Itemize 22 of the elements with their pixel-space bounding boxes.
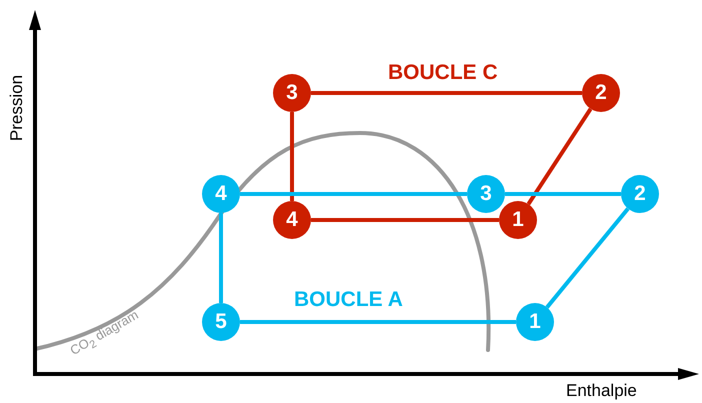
- connector-line: [240, 192, 467, 196]
- numbered-circle: 1: [499, 201, 537, 239]
- numbered-circle: 5: [202, 303, 240, 341]
- connector-line: [219, 213, 223, 303]
- axis-label: Enthalpie: [566, 381, 637, 401]
- axis-label: Pression: [7, 74, 27, 142]
- connector-line: [526, 108, 592, 206]
- numbered-circle: 2: [582, 74, 620, 112]
- connector-line: [505, 192, 621, 196]
- numbered-circle: 2: [621, 175, 659, 213]
- numbered-circle: 3: [467, 175, 505, 213]
- numbered-circle: 3: [273, 74, 311, 112]
- numbered-circle: 1: [516, 303, 554, 341]
- numbered-circle: 4: [273, 201, 311, 239]
- loop-label: BOUCLE C: [388, 61, 498, 85]
- connector-line: [546, 207, 630, 309]
- loop-label: BOUCLE A: [294, 288, 403, 312]
- numbered-circle: 4: [202, 175, 240, 213]
- connector-line: [240, 320, 516, 324]
- connector-line: [311, 91, 582, 95]
- connector-line: [290, 112, 294, 201]
- connector-line: [311, 218, 499, 222]
